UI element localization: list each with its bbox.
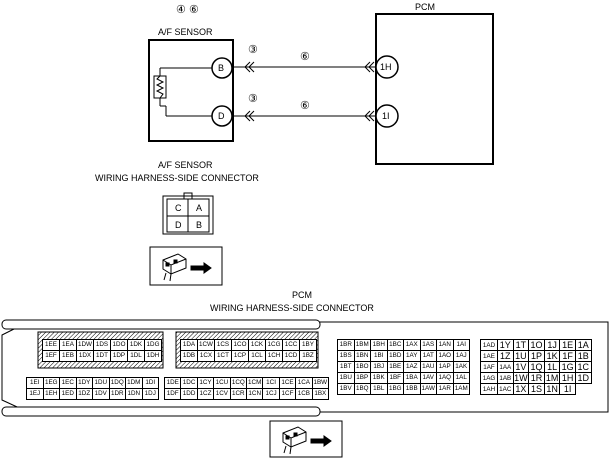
pcm-connector-outline bbox=[1, 319, 609, 417]
pcm-pin-1dd: 1DD bbox=[180, 388, 198, 400]
pcm-pin-1cp: 1CP bbox=[231, 350, 249, 362]
heater-element-icon bbox=[153, 67, 212, 117]
pcm-pin-1cx: 1CX bbox=[197, 350, 215, 362]
pcm-pin-1cb: 1CB bbox=[295, 388, 313, 400]
pcm-pin-1dt: 1DT bbox=[93, 350, 111, 362]
pcm-pin-1cd: 1CD bbox=[282, 350, 300, 362]
pcm-pin-1ah: 1AH bbox=[480, 383, 498, 395]
pcm-connector-title-2: WIRING HARNESS-SIDE CONNECTOR bbox=[210, 303, 374, 313]
pcm-pin-1ch: 1CH bbox=[265, 350, 283, 362]
af-connector-title-1: A/F SENSOR bbox=[158, 160, 213, 170]
pcm-pin-1cl: 1CL bbox=[248, 350, 266, 362]
step-label-4: ④ bbox=[176, 4, 186, 16]
pcm-pin-1dn: 1DN bbox=[125, 388, 143, 400]
pcm-pin-1ac: 1AC bbox=[497, 383, 514, 395]
pcm-box bbox=[375, 13, 494, 165]
pcm-pin-1df: 1DF bbox=[164, 388, 182, 400]
pcm-pin-1i: 1I bbox=[559, 383, 576, 395]
pcm-pin-1dp: 1DP bbox=[110, 350, 128, 362]
pcm-pin-1cj: 1CJ bbox=[262, 388, 280, 400]
pcm-pin-1db: 1DB bbox=[180, 350, 198, 362]
af-sensor-box bbox=[148, 39, 234, 142]
wire-mark-3-bottom: ③ bbox=[248, 93, 258, 105]
pcm-pin-1ef: 1EF bbox=[42, 350, 60, 362]
pcm-pin-1bz: 1BZ bbox=[299, 350, 317, 362]
step-label-6: ⑥ bbox=[189, 4, 199, 16]
pin-d-label: D bbox=[218, 111, 225, 121]
wire-mark-3-top: ③ bbox=[248, 44, 258, 56]
pcm-pin-1dl: 1DL bbox=[127, 350, 145, 362]
af-connector-face bbox=[162, 192, 214, 235]
pcm-pin-1bl: 1BL bbox=[370, 383, 388, 395]
pcm-pin-1cf: 1CF bbox=[278, 388, 297, 400]
pin-b-circle bbox=[211, 57, 233, 79]
pcm-pin-1bv: 1BV bbox=[337, 383, 355, 395]
af-pin-d: D bbox=[175, 220, 182, 230]
pcm-pin-1ct: 1CT bbox=[214, 350, 232, 362]
af-pin-a: A bbox=[196, 203, 203, 213]
pcm-pin-1cn: 1CN bbox=[246, 388, 264, 400]
pcm-pin-1b: 1B bbox=[575, 350, 592, 362]
pcm-pin-1bq: 1BQ bbox=[353, 383, 371, 395]
af-pin-c: C bbox=[175, 203, 182, 213]
pcm-pin-1dz: 1DZ bbox=[75, 388, 93, 400]
pcm-pin-1dj: 1DJ bbox=[141, 388, 159, 400]
pcm-pin-1cr: 1CR bbox=[229, 388, 247, 400]
pin-b-label: B bbox=[218, 63, 225, 73]
pcm-pin-1eh: 1EH bbox=[42, 388, 60, 400]
pcm-title: PCM bbox=[415, 2, 435, 12]
pcm-pin-1x: 1X bbox=[512, 383, 530, 395]
pin-1h-label: 1H bbox=[380, 62, 392, 72]
pcm-pin-1d: 1D bbox=[575, 372, 592, 384]
pcm-pin-1s: 1S bbox=[528, 383, 545, 395]
pcm-pin-1bx: 1BX bbox=[311, 388, 329, 400]
pcm-pin-1dr: 1DR bbox=[108, 388, 126, 400]
pcm-pin-1aw: 1AW bbox=[419, 383, 437, 395]
pcm-pin-1dh: 1DH bbox=[144, 350, 162, 362]
connector-plug-icon bbox=[282, 426, 332, 455]
af-sensor-title: A/F SENSOR bbox=[158, 27, 213, 37]
pcm-pin-1ed: 1ED bbox=[59, 388, 77, 400]
pcm-pin-1bb: 1BB bbox=[403, 383, 421, 395]
af-connector-title-2: WIRING HARNESS-SIDE CONNECTOR bbox=[95, 173, 259, 183]
pcm-pin-1n: 1N bbox=[543, 383, 561, 395]
pcm-pin-1ai: 1AI bbox=[452, 339, 470, 351]
pcm-pin-1eb: 1EB bbox=[59, 350, 77, 362]
pcm-pin-1cv: 1CV bbox=[213, 388, 231, 400]
wire-mark-6-bottom: ⑥ bbox=[300, 100, 310, 112]
wire-mark-6-top: ⑥ bbox=[300, 51, 310, 63]
pcm-pin-1dv: 1DV bbox=[92, 388, 110, 400]
pin-1i-label: 1I bbox=[382, 111, 390, 121]
af-pin-b: B bbox=[196, 220, 203, 230]
pcm-pin-1ar: 1AR bbox=[436, 383, 454, 395]
pcm-connector-title-1: PCM bbox=[292, 290, 312, 300]
connector-chevron-icon bbox=[244, 61, 375, 122]
pcm-pin-1am: 1AM bbox=[452, 383, 470, 395]
pcm-pin-1ej: 1EJ bbox=[26, 388, 44, 400]
pcm-pin-1bg: 1BG bbox=[386, 383, 404, 395]
connector-plug-icon bbox=[162, 253, 212, 282]
pcm-pin-1dx: 1DX bbox=[76, 350, 94, 362]
pcm-pin-1cz: 1CZ bbox=[196, 388, 215, 400]
